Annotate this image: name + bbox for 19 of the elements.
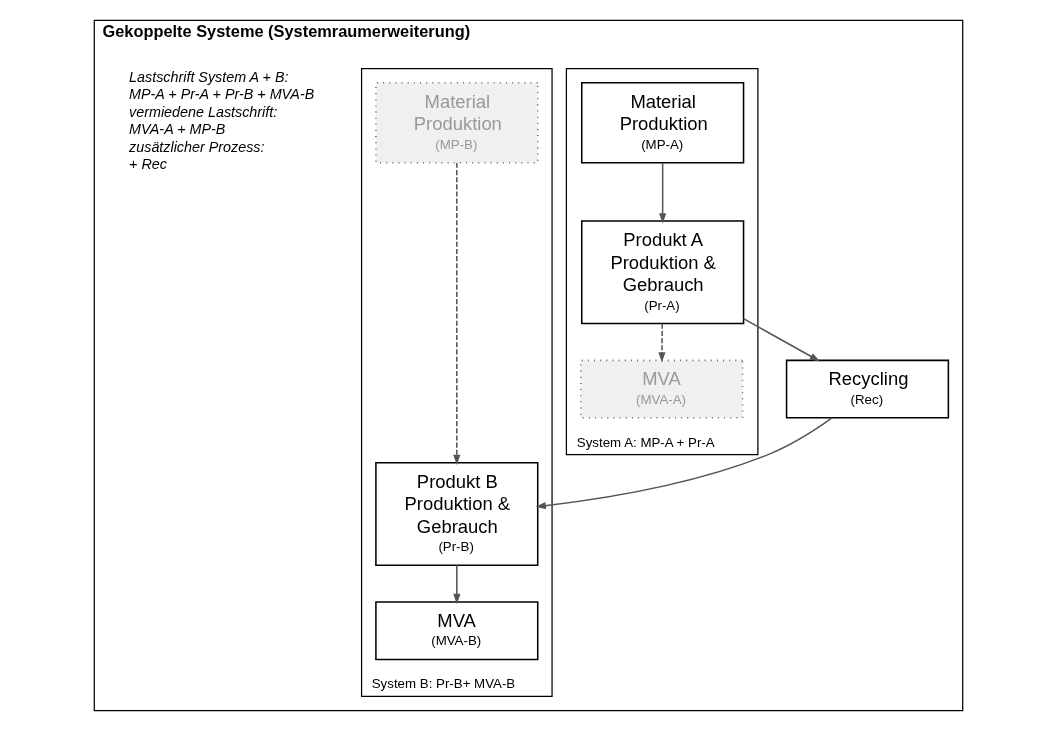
node-box: Material Produktion (MP-A) bbox=[580, 82, 744, 164]
node-box: Produkt B Produktion & Gebrauch (Pr-B) bbox=[374, 462, 538, 566]
node-box: Recycling (Rec) bbox=[785, 359, 949, 419]
arrow bbox=[535, 417, 833, 510]
node-box: Material Produktion (MP-B) bbox=[374, 82, 538, 164]
label: MP-A + Pr-A + Pr-B + MVA-B bbox=[128, 86, 314, 103]
node-box: MVA (MVA-A) bbox=[579, 359, 743, 419]
arrow bbox=[657, 322, 666, 363]
label: vermiedene Lastschrift: bbox=[128, 103, 277, 120]
label: MVA-A + MP-B bbox=[128, 121, 225, 138]
arrow bbox=[452, 162, 460, 465]
arrow bbox=[742, 317, 820, 362]
node-box: Produkt A Produktion & Gebrauch (Pr-A) bbox=[580, 220, 744, 325]
node-box: MVA (MVA-B) bbox=[374, 601, 538, 661]
label: zusätzlicher Prozess: bbox=[128, 138, 264, 155]
arrow bbox=[658, 162, 666, 224]
arrow bbox=[452, 564, 460, 605]
label: + Rec bbox=[128, 156, 167, 173]
label: Lastschrift System A + B: bbox=[128, 69, 288, 86]
